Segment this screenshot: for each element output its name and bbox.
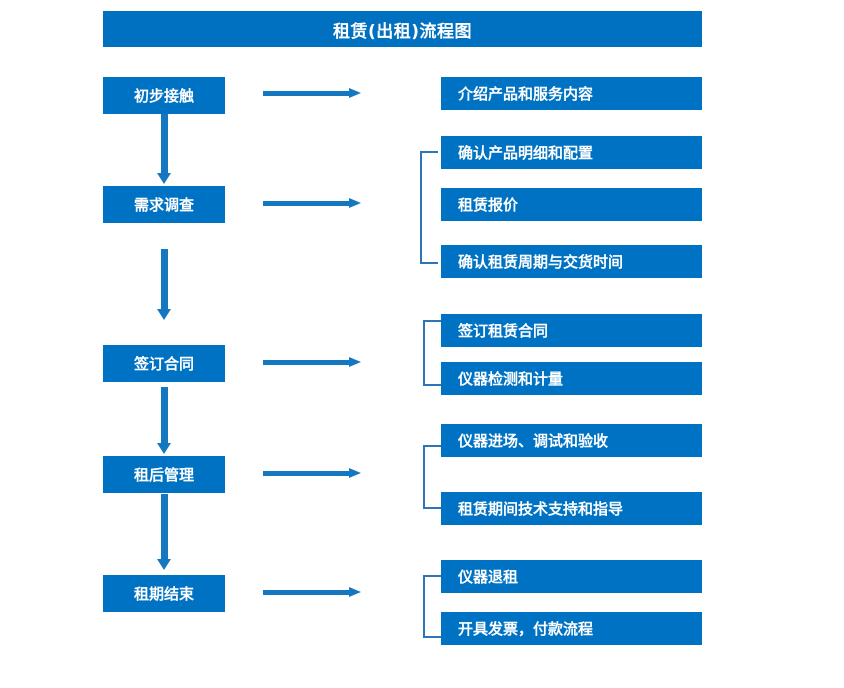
arrow-head xyxy=(157,173,171,184)
page-title: 租赁(出租)流程图 xyxy=(103,11,702,47)
arrow-head xyxy=(349,198,361,208)
detail-box-5-2[interactable]: 开具发票，付款流程 xyxy=(441,612,702,645)
stage-box-1[interactable]: 初步接触 xyxy=(103,77,225,114)
arrow-head xyxy=(157,559,171,570)
detail-box-4-1[interactable]: 仪器进场、调试和验收 xyxy=(441,424,702,457)
stage-box-5[interactable]: 租期结束 xyxy=(103,575,225,612)
arrow-stem xyxy=(263,360,351,365)
arrow-stem xyxy=(161,114,168,174)
branch-bracket-4 xyxy=(423,445,441,509)
arrow-down-1 xyxy=(157,114,171,185)
detail-box-2-2[interactable]: 租赁报价 xyxy=(441,188,702,221)
detail-box-3-2[interactable]: 仪器检测和计量 xyxy=(441,362,702,395)
arrow-right-4 xyxy=(263,468,361,479)
branch-bracket-5 xyxy=(423,575,441,638)
detail-box-1-1[interactable]: 介绍产品和服务内容 xyxy=(441,77,702,110)
arrow-down-2 xyxy=(157,249,171,321)
arrow-head xyxy=(157,309,171,320)
arrow-head xyxy=(349,468,361,478)
arrow-stem xyxy=(263,201,351,206)
branch-bracket-2 xyxy=(420,151,438,264)
detail-box-5-1[interactable]: 仪器退租 xyxy=(441,560,702,593)
arrow-stem xyxy=(263,471,351,476)
detail-box-4-2[interactable]: 租赁期间技术支持和指导 xyxy=(441,492,702,525)
arrow-head xyxy=(157,443,171,454)
arrow-stem xyxy=(161,249,168,310)
arrow-right-2 xyxy=(263,198,361,209)
detail-box-3-1[interactable]: 签订租赁合同 xyxy=(441,314,702,347)
branch-bracket-3 xyxy=(423,320,441,386)
detail-box-2-3[interactable]: 确认租赁周期与交货时间 xyxy=(441,245,702,278)
stage-box-3[interactable]: 签订合同 xyxy=(103,345,225,382)
arrow-stem xyxy=(161,494,168,560)
arrow-head xyxy=(349,357,361,367)
arrow-stem xyxy=(263,91,351,96)
arrow-stem xyxy=(263,590,351,595)
arrow-stem xyxy=(161,387,168,444)
arrow-down-4 xyxy=(157,494,171,571)
arrow-head xyxy=(349,587,361,597)
arrow-head xyxy=(349,88,361,98)
detail-box-2-1[interactable]: 确认产品明细和配置 xyxy=(441,136,702,169)
stage-box-4[interactable]: 租后管理 xyxy=(103,456,225,493)
arrow-right-1 xyxy=(263,88,361,99)
arrow-right-5 xyxy=(263,587,361,598)
stage-box-2[interactable]: 需求调查 xyxy=(103,186,225,223)
arrow-right-3 xyxy=(263,357,361,368)
arrow-down-3 xyxy=(157,387,171,455)
